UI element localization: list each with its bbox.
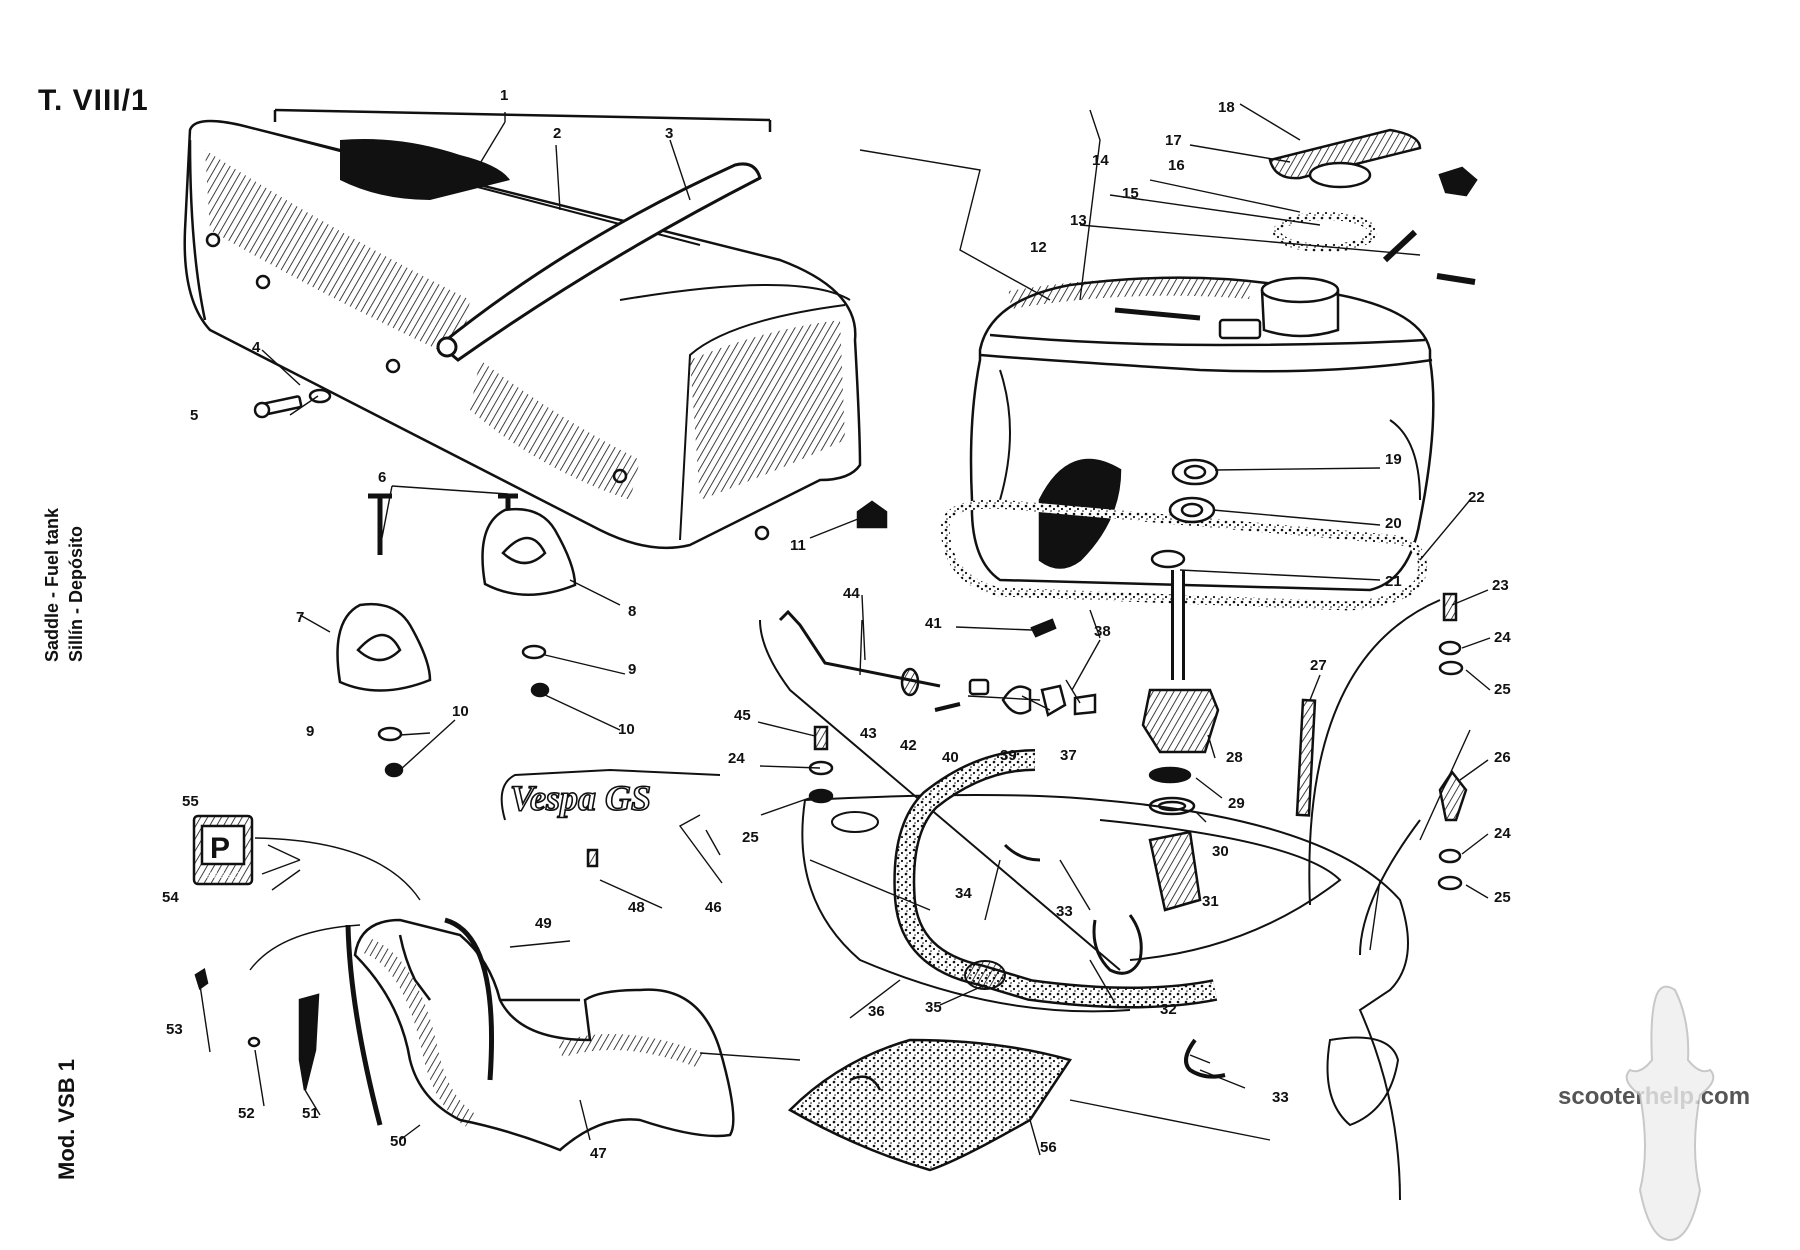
callout-39: 39 [1000, 747, 1017, 764]
callout-43: 43 [860, 725, 877, 742]
callout-21: 21 [1385, 573, 1402, 590]
callout-27: 27 [1310, 657, 1327, 674]
callout-33b: 33 [1272, 1089, 1289, 1106]
callout-37: 37 [1060, 747, 1077, 764]
callout-24c: 24 [728, 750, 745, 767]
callout-6: 6 [378, 469, 386, 486]
callout-labels: 1 2 3 4 5 6 7 8 9 9 10 10 11 12 13 14 15… [162, 87, 1511, 1162]
callout-25c: 25 [742, 829, 759, 846]
callout-32: 32 [1160, 1001, 1177, 1018]
callout-47: 47 [590, 1145, 607, 1162]
callout-17: 17 [1165, 132, 1182, 149]
callout-10: 10 [452, 703, 469, 720]
leader-lines [199, 103, 1491, 1156]
callout-33: 33 [1056, 903, 1073, 920]
callout-34: 34 [955, 885, 972, 902]
callout-12: 12 [1030, 239, 1047, 256]
callout-42: 42 [900, 737, 917, 754]
callout-50: 50 [390, 1133, 407, 1150]
callout-48: 48 [628, 899, 645, 916]
callout-55: 55 [182, 793, 199, 810]
callout-11: 11 [790, 537, 806, 554]
callout-41: 41 [925, 615, 942, 632]
callout-40: 40 [942, 749, 959, 766]
callout-25: 25 [1494, 681, 1511, 698]
callout-22: 22 [1468, 489, 1485, 506]
callout-49: 49 [535, 915, 552, 932]
callout-14: 14 [1092, 152, 1109, 169]
callout-28: 28 [1226, 749, 1243, 766]
callout-15: 15 [1122, 185, 1139, 202]
callout-1: 1 [500, 87, 508, 104]
callout-9: 9 [628, 661, 636, 678]
badge-text: PIAGGIO [206, 871, 240, 880]
callout-44: 44 [843, 585, 860, 602]
callout-54: 54 [162, 889, 179, 906]
fuel-rod-hardware [778, 592, 1468, 891]
frame-outline [759, 599, 1441, 1201]
callout-51: 51 [302, 1105, 319, 1122]
plate-id: T. VIII/1 [38, 84, 149, 117]
scooter-watermark-icon [1625, 985, 1715, 1242]
callout-36: 36 [868, 1003, 885, 1020]
callout-20: 20 [1385, 515, 1402, 532]
callout-7: 7 [296, 609, 304, 626]
callout-9b: 9 [306, 723, 314, 740]
callout-53: 53 [166, 1021, 183, 1038]
callout-45: 45 [734, 707, 751, 724]
callout-24: 24 [1494, 629, 1511, 646]
fuel-tank-drawing [940, 128, 1478, 912]
callout-30: 30 [1212, 843, 1229, 860]
callout-25b: 25 [1494, 889, 1511, 906]
callout-46: 46 [705, 899, 722, 916]
callout-19: 19 [1385, 451, 1402, 468]
callout-2: 2 [553, 125, 561, 142]
callout-13: 13 [1070, 212, 1087, 229]
callout-10b: 10 [618, 721, 635, 738]
callout-31: 31 [1202, 893, 1219, 910]
svg-text:P: P [210, 832, 230, 865]
callout-24b: 24 [1494, 825, 1511, 842]
callout-5: 5 [190, 407, 198, 424]
callout-18: 18 [1218, 99, 1235, 116]
callout-38: 38 [1094, 623, 1111, 640]
callout-56: 56 [1040, 1139, 1057, 1156]
emblem-vespa-gs: Vespa GS [510, 778, 651, 818]
saddle-drawing [183, 108, 862, 550]
callout-35: 35 [925, 999, 942, 1016]
callout-29: 29 [1228, 795, 1245, 812]
small-parts-left [253, 388, 888, 778]
side-cowl-drawing: P PIAGGIO Vespa GS [192, 768, 1072, 1172]
callout-26: 26 [1494, 749, 1511, 766]
callout-52: 52 [238, 1105, 255, 1122]
callout-8: 8 [628, 603, 636, 620]
callout-23: 23 [1492, 577, 1509, 594]
callout-4: 4 [252, 339, 261, 356]
callout-3: 3 [665, 125, 673, 142]
callout-16: 16 [1168, 157, 1185, 174]
